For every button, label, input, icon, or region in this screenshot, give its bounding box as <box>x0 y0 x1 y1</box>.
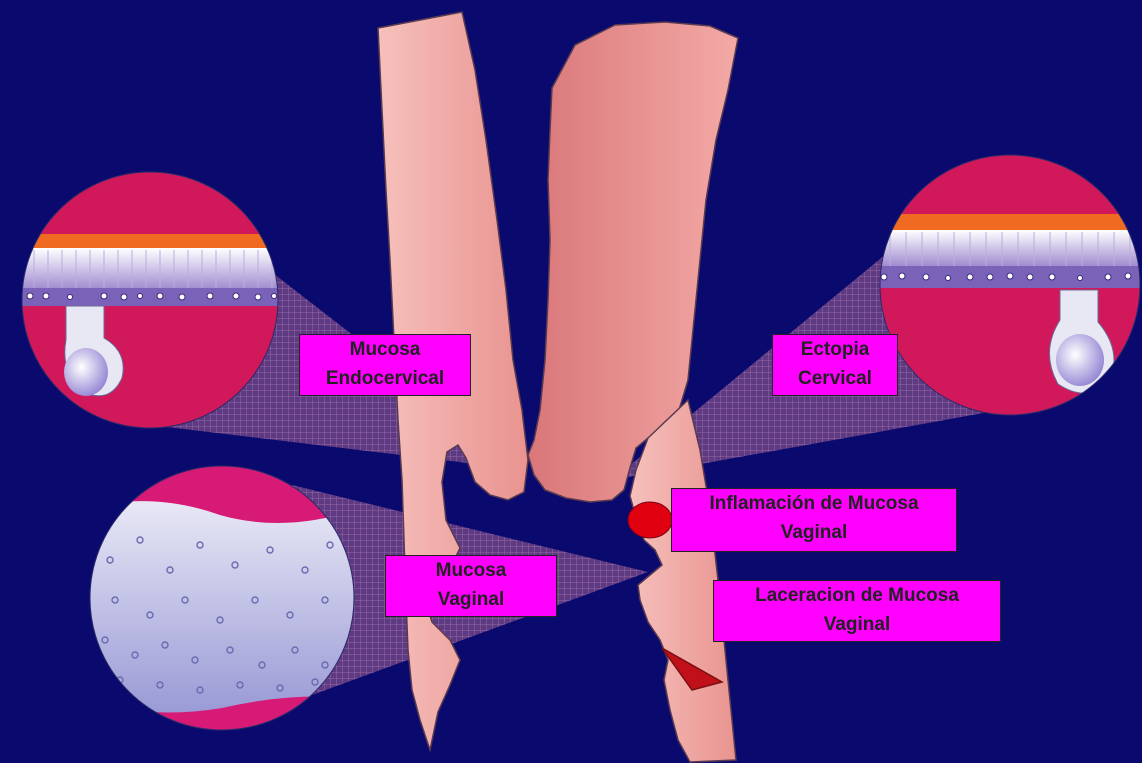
label-mucosa-vaginal: Mucosa Vaginal <box>385 555 557 617</box>
label-inflamacion-mucosa-vaginal: Inflamación de Mucosa Vaginal <box>671 488 957 552</box>
label-vaginal-line2: Vaginal <box>386 585 556 614</box>
label-laceracion-line1: Laceracion de Mucosa <box>714 581 1000 610</box>
label-vaginal-line1: Mucosa <box>386 556 556 585</box>
label-endocervical-line1: Mucosa <box>300 335 470 364</box>
label-endocervical-line2: Endocervical <box>300 364 470 393</box>
label-inflamacion-line1: Inflamación de Mucosa <box>672 489 956 518</box>
label-ectopia-line1: Ectopia <box>773 335 897 364</box>
label-ectopia-line2: Cervical <box>773 364 897 393</box>
label-mucosa-endocervical: Mucosa Endocervical <box>299 334 471 396</box>
label-inflamacion-line2: Vaginal <box>672 518 956 547</box>
label-ectopia-cervical: Ectopia Cervical <box>772 334 898 396</box>
label-laceracion-mucosa-vaginal: Laceracion de Mucosa Vaginal <box>713 580 1001 642</box>
inflammation-spot <box>628 502 672 538</box>
label-laceracion-line2: Vaginal <box>714 610 1000 639</box>
